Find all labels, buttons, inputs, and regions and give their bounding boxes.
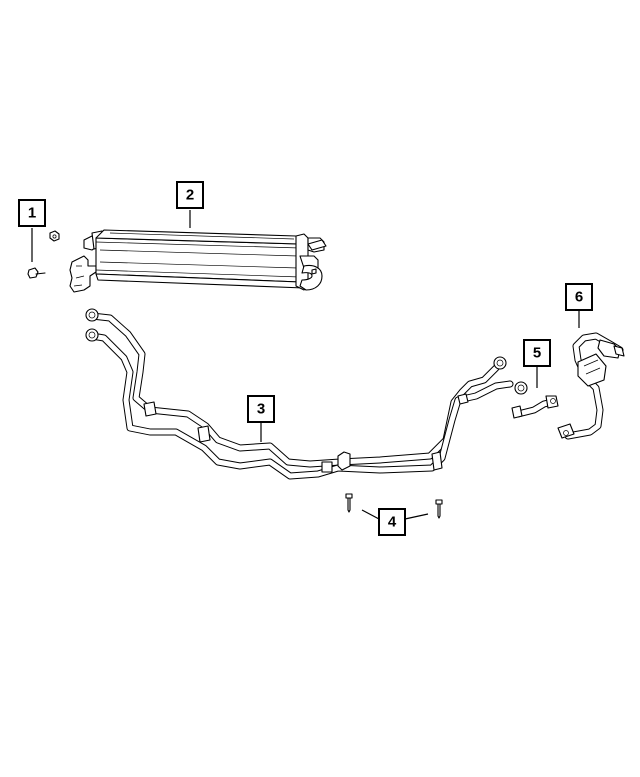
part-6-hose-assembly	[557, 332, 625, 440]
part-5-hose	[511, 395, 559, 419]
callout-4-label: 4	[388, 514, 397, 531]
fitting-left-lower	[85, 328, 99, 342]
callout-4: 4	[378, 508, 406, 536]
callout-2: 2	[176, 181, 204, 209]
callout-5-label: 5	[533, 345, 541, 362]
fitting-left-upper	[85, 308, 99, 322]
fitting-right-lower	[514, 381, 528, 395]
callout-6: 6	[565, 283, 593, 311]
callout-3-label: 3	[257, 401, 265, 418]
callout-2-label: 2	[186, 187, 194, 204]
callout-1: 1	[18, 199, 46, 227]
part-2-oil-cooler	[69, 229, 327, 293]
callout-1-label: 1	[28, 205, 36, 222]
screw-right-icon	[435, 499, 443, 519]
nut-icon	[49, 230, 60, 242]
callout-6-label: 6	[575, 289, 583, 306]
part-3-cooler-lines	[85, 308, 528, 480]
screw-left-icon	[345, 493, 353, 513]
fitting-right-upper	[493, 356, 507, 370]
leader-lines	[31, 210, 580, 520]
callout-3: 3	[247, 395, 275, 423]
part-4-screws	[345, 493, 443, 519]
callout-5: 5	[523, 339, 551, 367]
bolt-icon	[27, 267, 46, 279]
part-1-fasteners	[27, 230, 60, 279]
